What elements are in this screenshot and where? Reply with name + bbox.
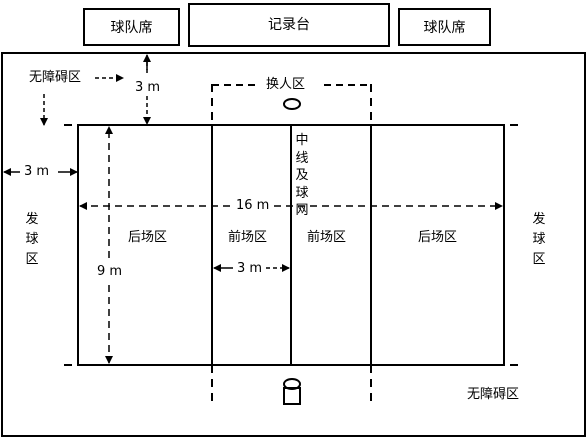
serve-zone-left-label: 发球区: [25, 212, 39, 268]
substitution-zone-label: 换人区: [266, 77, 306, 92]
front-zone-right-label: 前场区: [307, 230, 347, 245]
team-bench-right-label: 球队席: [423, 20, 466, 36]
first-referee-symbol: [283, 98, 301, 110]
scorer-table-label: 记录台: [268, 17, 310, 33]
scorer-table: 记录台: [188, 3, 390, 47]
second-referee-body-symbol: [283, 387, 301, 405]
width-label: 9 m: [97, 264, 123, 279]
top-gap-label: 3 m: [135, 80, 161, 95]
team-bench-left-label: 球队席: [110, 20, 153, 36]
free-zone-boundary: [1, 52, 586, 437]
attack-zone-label: 3 m: [237, 261, 263, 276]
side-gap-label: 3 m: [24, 164, 50, 179]
back-zone-left-label: 后场区: [128, 230, 168, 245]
free-zone-top-label: 无障碍区: [29, 70, 82, 85]
center-line-label: 中线及球网: [295, 133, 309, 219]
back-zone-right-label: 后场区: [418, 230, 458, 245]
length-label: 16 m: [236, 198, 270, 213]
serve-zone-right-label: 发球区: [532, 212, 546, 268]
free-zone-bottom-label: 无障碍区: [467, 387, 520, 402]
team-bench-left: 球队席: [83, 8, 180, 46]
team-bench-right: 球队席: [398, 8, 491, 46]
front-zone-left-label: 前场区: [228, 230, 268, 245]
